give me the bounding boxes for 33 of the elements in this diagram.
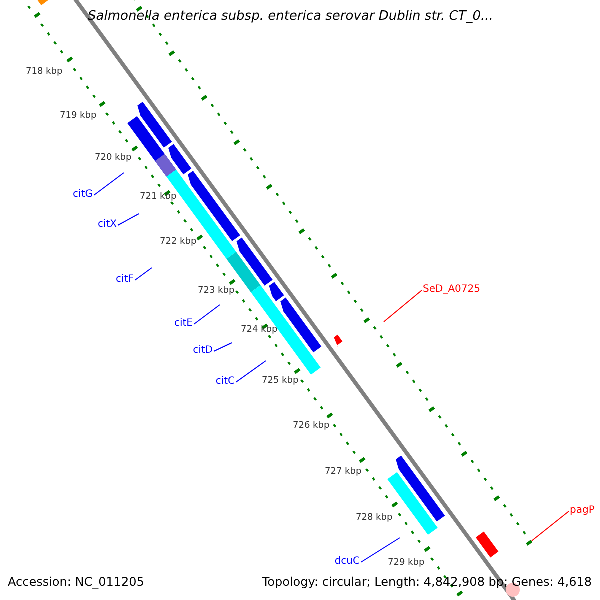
leader-line	[134, 268, 152, 281]
gene-label: citF	[116, 274, 134, 285]
scale-label: 725 kbp	[262, 376, 299, 386]
leader-line	[384, 290, 422, 322]
leader-line	[118, 214, 140, 226]
leader-line	[214, 342, 232, 352]
scale-label: 728 kbp	[356, 513, 393, 523]
gene-label: citD	[193, 345, 213, 356]
scale-label: 727 kbp	[325, 467, 362, 477]
footer-text: Topology: circular; Length: 4,842,908 bp; Genes: 4,618	[262, 575, 592, 589]
leader-line	[94, 172, 124, 196]
gene-label: SeD_A0725	[423, 284, 480, 295]
gene-label: citX	[98, 219, 117, 230]
leader-line	[360, 538, 400, 563]
scale-label: 721 kbp	[140, 192, 177, 202]
scale-label: 726 kbp	[293, 421, 330, 431]
title: Salmonella enterica subsp. enterica serovar Dublin str. CT_0...	[88, 9, 494, 24]
leader-line	[194, 304, 220, 325]
scale-label: 729 kbp	[388, 558, 425, 568]
scale-label: 723 kbp	[198, 286, 235, 296]
leader-line	[532, 511, 570, 542]
scale-label: 719 kbp	[60, 111, 97, 121]
gene-label: dcuC	[334, 556, 360, 567]
gene-label: pagP	[570, 505, 595, 516]
gene-label: citC	[216, 376, 235, 387]
scale-label: 722 kbp	[160, 237, 197, 247]
footer-text: Accession: NC_011205	[8, 575, 144, 589]
gene-label: citG	[73, 189, 93, 200]
scale-label: 724 kbp	[241, 325, 278, 335]
scale-label: 718 kbp	[26, 67, 63, 77]
scale-label: 720 kbp	[95, 153, 132, 163]
leader-line	[236, 360, 266, 383]
gene-label: citE	[174, 318, 193, 329]
